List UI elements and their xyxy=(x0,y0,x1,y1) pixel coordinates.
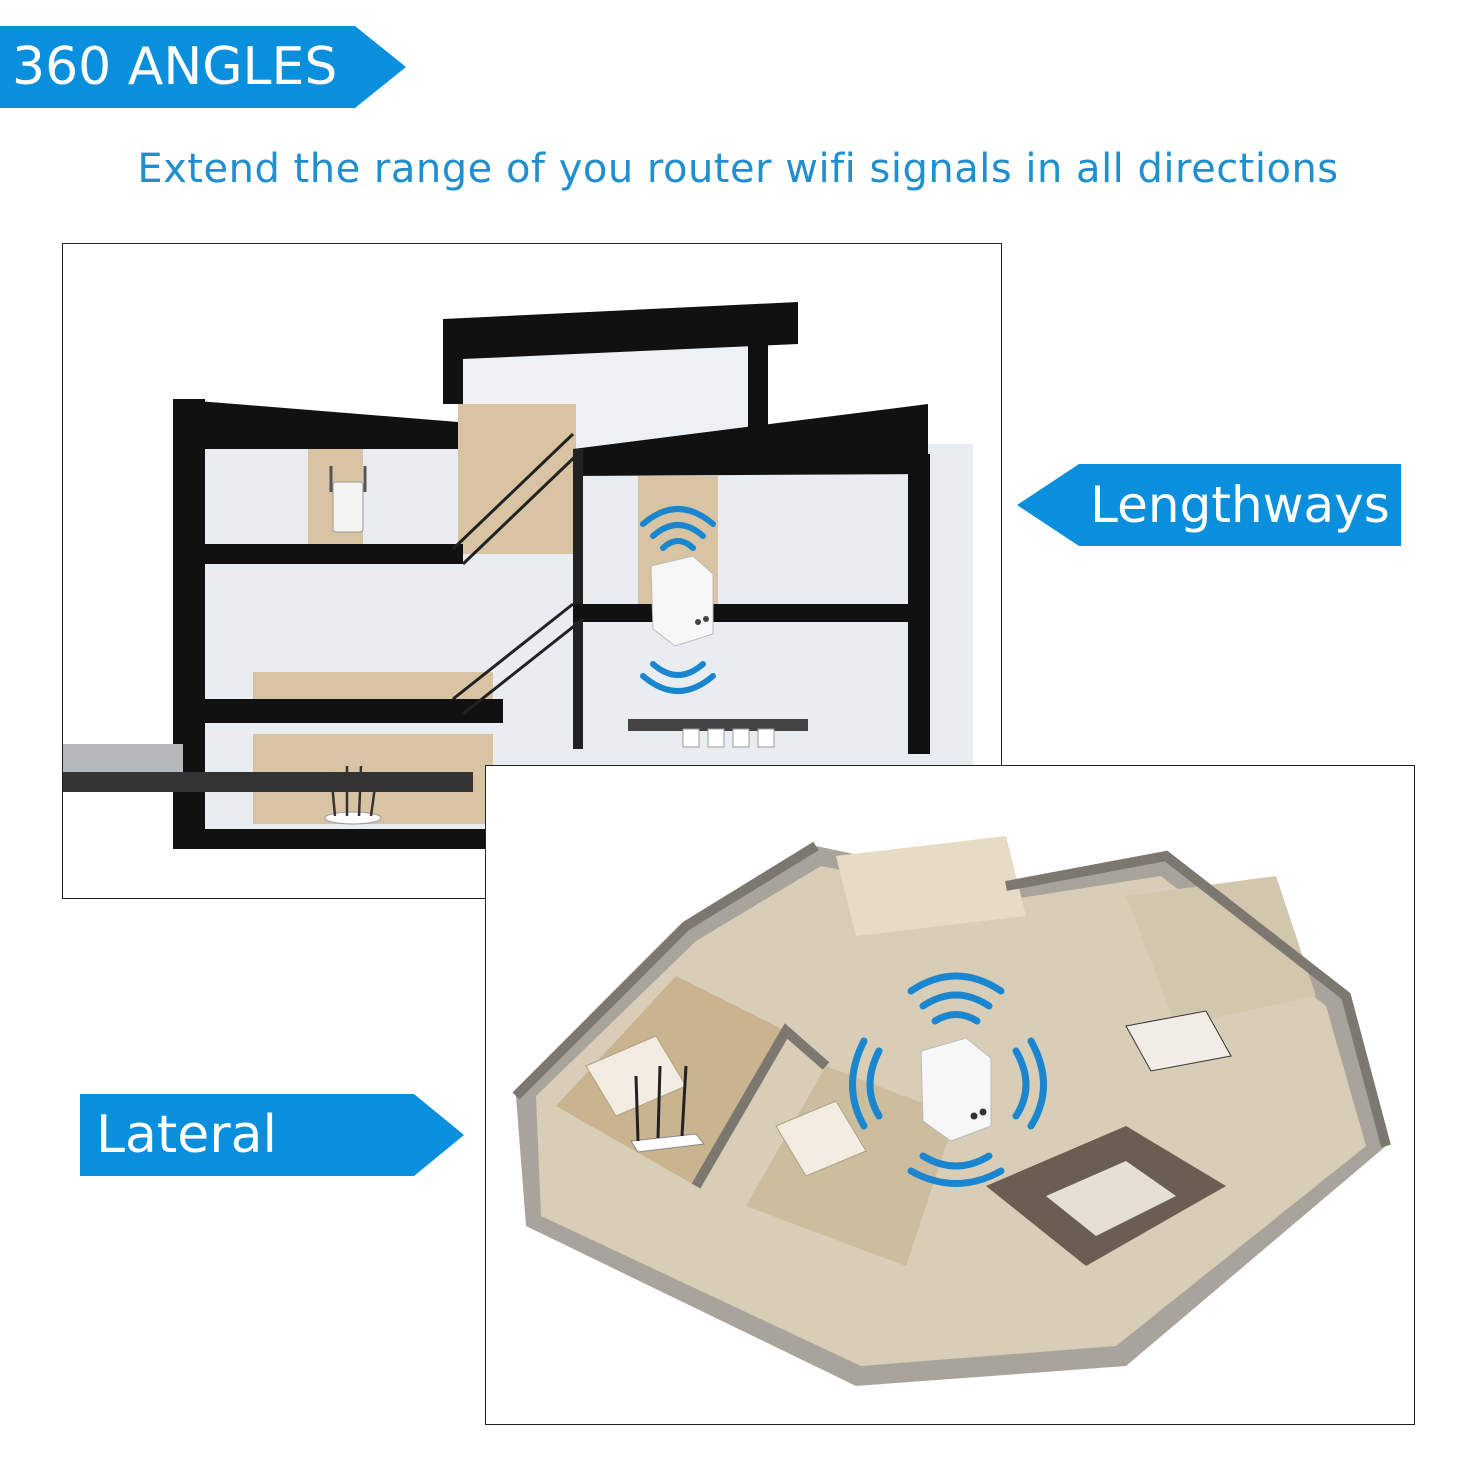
page-subtitle: Extend the range of you router wifi sign… xyxy=(137,146,1339,192)
lateral-callout-label: Lateral xyxy=(96,1105,277,1165)
router-icon xyxy=(324,765,382,825)
floor-plan-3d-image xyxy=(485,765,1415,1425)
router-icon xyxy=(630,1065,705,1153)
lengthways-callout-label: Lengthways xyxy=(1090,476,1390,534)
lengthways-callout: Lengthways xyxy=(1017,464,1401,546)
repeater-icon xyxy=(329,466,367,533)
angles-badge-label: 360 ANGLES xyxy=(12,37,338,97)
repeater-icon xyxy=(650,555,714,647)
angles-badge: 360 ANGLES xyxy=(0,26,406,108)
wifi-signal-icon xyxy=(849,972,1047,1187)
repeater-icon xyxy=(920,1037,992,1142)
wifi-signal-icon xyxy=(640,506,716,694)
lateral-callout: Lateral xyxy=(80,1094,464,1176)
